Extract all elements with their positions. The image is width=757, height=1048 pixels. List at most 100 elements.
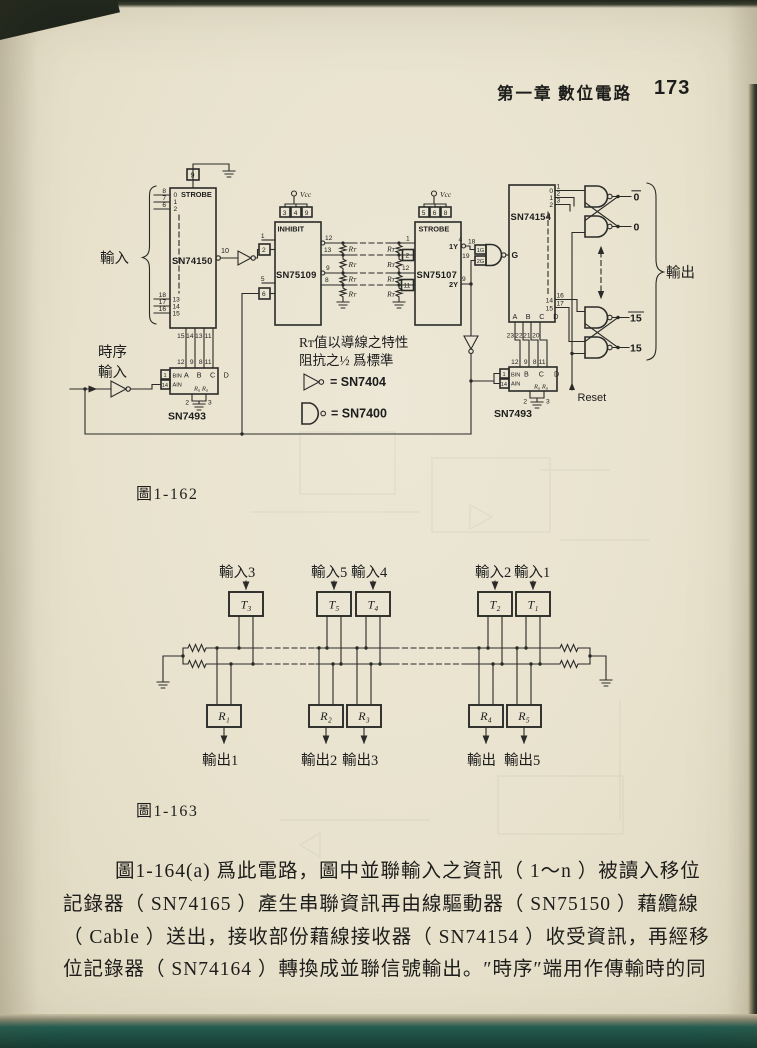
pin-number: 11 [205, 333, 212, 340]
pin-number: 4 [459, 237, 463, 244]
legend-inverter-text: = SN7404 [330, 375, 386, 389]
pin-number: 13 [324, 247, 332, 254]
ain-label: AIN [511, 382, 520, 388]
receiver-label: R₂ [319, 709, 332, 723]
pin-number: 1 [164, 373, 167, 379]
rt-label: Rᴛ [386, 245, 396, 254]
pin-number: 12 [511, 359, 519, 366]
pin-number: 3 [557, 198, 561, 205]
pin-number: 9 [191, 171, 195, 180]
pin-number: 12 [177, 359, 185, 366]
nand-gate [584, 215, 609, 238]
pin-number: 5 [261, 276, 265, 283]
sn7493a-block: 12 9 8 11 BIN AIN A B C D R₀ R₀ 1 14 2 3… [160, 359, 232, 423]
sn74154-block: SN74154 G 0 1 2 1 2 3 14 15 16 17 A B C … [507, 184, 564, 368]
vcc-label: Vcc [440, 190, 452, 199]
fig-162: 輸入 SN74150 STROBE 9 8 7 6 0 1 2 [69, 163, 695, 436]
body-text-line1: 圖1-164(a) 爲此電路，圖中並聯輸入之資訊（ 1～n ）被讀入移位 [115, 861, 701, 882]
channel-number: 2 [174, 206, 178, 213]
ground-symbol [599, 679, 613, 687]
output-labels: A B C D [184, 371, 232, 380]
channel-number: 2 [549, 202, 553, 209]
rt-label: Rᴛ [348, 290, 358, 299]
pin-number: 21 [523, 333, 531, 340]
pin-number: 14 [186, 333, 194, 340]
pin-number: 1 [406, 236, 410, 243]
ground-symbol [336, 301, 350, 309]
bin-label: BIN [173, 374, 182, 380]
pin-number: 12 [325, 235, 333, 242]
pin-number: 12 [402, 265, 410, 272]
receiver-blocks: R₁ R₂ R₃ R₄ R₅ [206, 646, 542, 745]
output-label: 輸出2 [301, 752, 337, 769]
pin-number: 9 [190, 359, 194, 366]
output-label: 輸出5 [504, 752, 540, 769]
r0-label: R₀ R₀ [533, 384, 548, 391]
input-label: 輸入4 [351, 564, 388, 581]
pin-number: 2 [185, 400, 189, 407]
latch-output-label: 0 [634, 221, 640, 233]
fig-163: 輸入3 輸入5 輸入4 輸入2 輸入1 T₃ T₅ T₄ T₂ [156, 564, 613, 769]
output-label: 輸出1 [202, 752, 238, 769]
channel-number: 0 [174, 192, 178, 199]
transmitter-label: T₃ [241, 598, 252, 612]
pin-number: 3 [546, 399, 550, 406]
figure-caption-163: 圖1-163 [136, 803, 199, 820]
pin-number: 10 [221, 246, 229, 255]
select-labels: A B C D [513, 312, 562, 321]
figure-caption-162: 圖1-162 [136, 486, 199, 503]
sn75107-block: STROBE SN75107 Vcc 5 6 8 1 2 12 11 [400, 190, 476, 326]
pin-number: 9 [305, 210, 309, 217]
timing-label: 輸入 [98, 364, 127, 381]
output-label: 1Y [449, 242, 458, 251]
strobe-label: STROBE [419, 225, 450, 234]
pin-number: 6 [262, 291, 266, 298]
pin-number: 2 [523, 399, 527, 406]
pin-number: 2 [557, 191, 561, 198]
page-edge-right [748, 84, 757, 1048]
channel-number: 1 [549, 195, 553, 202]
rt-label: Rᴛ [386, 290, 396, 299]
latch-output-label: 15 [630, 342, 642, 354]
channel-number: 14 [546, 298, 554, 305]
strobe-label: STROBE [181, 190, 212, 199]
enable-nand-gate: 1G 2G [474, 243, 510, 267]
transmitter-label: T₄ [368, 598, 379, 612]
body-text-line3: （ Cable ）送出，接收部份藉線接收器（ SN74154 ）收受資訊，再經移 [63, 927, 710, 948]
pin-number: 14 [162, 383, 168, 389]
chip-name: SN7493 [168, 411, 206, 423]
output-label: 輸出3 [342, 752, 378, 769]
receiver-label: R₅ [517, 709, 530, 723]
channel-number: 14 [173, 304, 181, 311]
receive-inverter [463, 283, 501, 435]
pin-number: 18 [159, 292, 167, 299]
bleed-through-ghost [250, 431, 650, 859]
input-label: 輸入1 [514, 564, 550, 581]
header-chapter: 第一章 [497, 84, 553, 103]
bus-input-labels: 輸入3 輸入5 輸入4 輸入2 輸入1 [219, 564, 550, 591]
rt-label: Rᴛ [386, 275, 396, 284]
receiver-label: R₁ [217, 709, 230, 723]
output-label: 輸出 [467, 752, 496, 769]
pin-number: 4 [294, 210, 298, 217]
bin-label: BIN [511, 373, 520, 379]
rt-label: Rᴛ [348, 245, 358, 254]
pin-number: 2 [406, 253, 410, 260]
pin-number: 16 [159, 306, 167, 313]
r0-label: R₀ R₀ [193, 386, 208, 393]
timing-input: 時序 輸入 [69, 292, 472, 436]
sn7493b-block: 12 9 8 11 BIN AIN B C D R₀ R₀ 1 14 2 3 S… [494, 359, 559, 420]
ain-label: AIN [173, 383, 182, 389]
pin-number: 8 [325, 277, 329, 284]
chip-name: SN74150 [172, 255, 213, 266]
latch-output-label: 0 [634, 191, 640, 203]
pin-number: 15 [177, 333, 185, 340]
page-edge-top [0, 0, 757, 8]
g-input-label: G [512, 250, 519, 260]
rt-label: Rᴛ [348, 260, 358, 269]
pin-number: 18 [468, 239, 476, 246]
pin-number: 6 [433, 210, 437, 217]
pin-number: 7 [162, 195, 166, 202]
